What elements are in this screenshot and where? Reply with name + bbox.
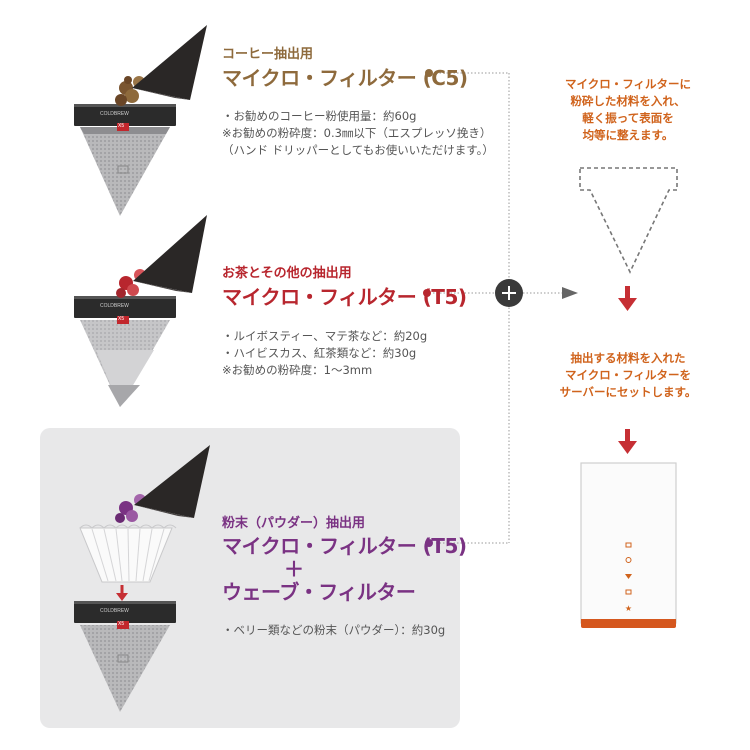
tea-subtitle: お茶とその他の抽出用 <box>222 266 352 281</box>
scoop-icon <box>134 445 210 518</box>
powder-filter-illustration <box>74 445 210 712</box>
badge-icon <box>117 123 129 131</box>
step-arrow-2 <box>618 429 637 454</box>
filter-outline-illustration <box>579 167 678 274</box>
arrow-down-icon <box>618 298 637 311</box>
filter-brand-label: COLDBREW <box>100 608 129 614</box>
step2-line-3: サーバーにセットします。 <box>559 385 697 399</box>
badge-icon <box>117 316 129 324</box>
coffee-note-2: ※お勧めの粉砕度：0.3㎜以下（エスプレッソ挽き） <box>222 126 492 140</box>
filter-badge-label: X5 <box>118 316 125 322</box>
tea-note-1: ・ルイボスティー、マテ茶など：約20g <box>222 329 428 343</box>
step1-line-1: マイクロ・フィルターに <box>564 77 692 91</box>
scoop-icon <box>133 215 207 293</box>
tea-note-3: ※お勧めの粉砕度：1～3mm <box>222 363 373 377</box>
svg-text:★: ★ <box>625 604 632 613</box>
powder-plus: ＋ <box>284 557 304 581</box>
filter-badge-label: X5 <box>118 621 125 627</box>
powder-note-1: ・ベリー類などの粉末（パウダー）：約30g <box>222 623 446 637</box>
powder-subtitle: 粉末（パウダー）抽出用 <box>222 516 366 531</box>
scoop-icon <box>132 25 207 100</box>
arrow-right-icon <box>562 287 578 299</box>
powder-title-2: ウェーブ・フィルター <box>222 580 416 604</box>
arrow-down-icon <box>618 441 637 454</box>
powder-title: マイクロ・フィルター (T5) <box>222 534 467 558</box>
arrow-down-icon <box>116 593 128 601</box>
step2-line-2: マイクロ・フィルターを <box>564 368 692 382</box>
tea-dot <box>423 289 431 297</box>
coffee-title: マイクロ・フィルター (C5) <box>222 66 468 90</box>
step1-line-2: 粉砕した材料を入れ、 <box>570 94 686 108</box>
coffee-subtitle: コーヒー抽出用 <box>222 47 314 62</box>
step-arrow-1 <box>618 286 637 311</box>
filter-brand-label: COLDBREW <box>100 303 129 309</box>
step1-text: マイクロ・フィルターに 粉砕した材料を入れ、 軽く振って表面を 均等に整えます。 <box>548 76 708 144</box>
coffee-note-3: （ハンド ドリッパーとしてもお使いいただけます。） <box>222 143 494 157</box>
filter-badge-label: X5 <box>118 123 125 129</box>
coffee-dot <box>425 69 433 77</box>
coffee-note-1: ・お勧めのコーヒー粉使用量：約60g <box>222 109 417 123</box>
step1-line-3: 軽く振って表面を <box>582 111 674 125</box>
server-illustration: ★ <box>580 462 677 628</box>
tea-note-2: ・ハイビスカス、紅茶類など：約30g <box>222 346 417 360</box>
tea-title: マイクロ・フィルター (T5) <box>222 285 467 309</box>
badge-icon <box>117 621 129 629</box>
connector-lines <box>423 69 578 547</box>
tea-filter-illustration <box>74 215 207 407</box>
step2-line-1: 抽出する材料を入れた <box>570 351 686 365</box>
filter-brand-label: COLDBREW <box>100 111 129 117</box>
powder-dot <box>425 539 433 547</box>
step2-text: 抽出する材料を入れた マイクロ・フィルターを サーバーにセットします。 <box>548 350 708 401</box>
coffee-filter-illustration <box>74 25 207 216</box>
step1-line-4: 均等に整えます。 <box>582 128 674 142</box>
